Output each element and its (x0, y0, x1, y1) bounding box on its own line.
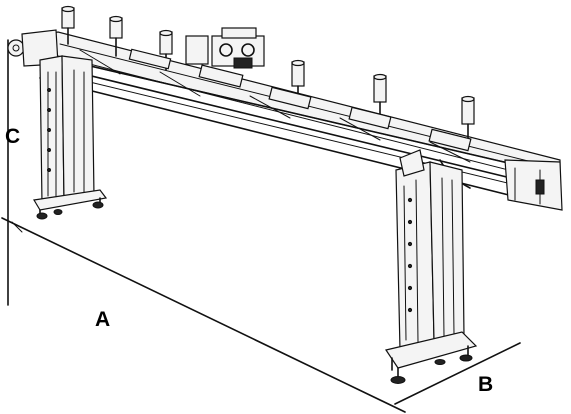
roller-post (373, 73, 387, 125)
dimension-label-a: A (95, 308, 111, 331)
roller-post (291, 59, 305, 105)
roller-post (159, 29, 173, 71)
guide-rollers (128, 48, 472, 152)
roller-post (109, 15, 123, 57)
roller-post (61, 5, 75, 45)
dimension-line-a (1, 217, 406, 413)
drive-unit (185, 27, 265, 69)
dimension-label-c: C (5, 125, 21, 148)
dimension-line-b (394, 342, 521, 405)
right-support-stand (385, 149, 478, 384)
left-support-stand (33, 55, 108, 220)
dimension-label-b: B (478, 373, 494, 396)
roller-posts (61, 5, 475, 149)
